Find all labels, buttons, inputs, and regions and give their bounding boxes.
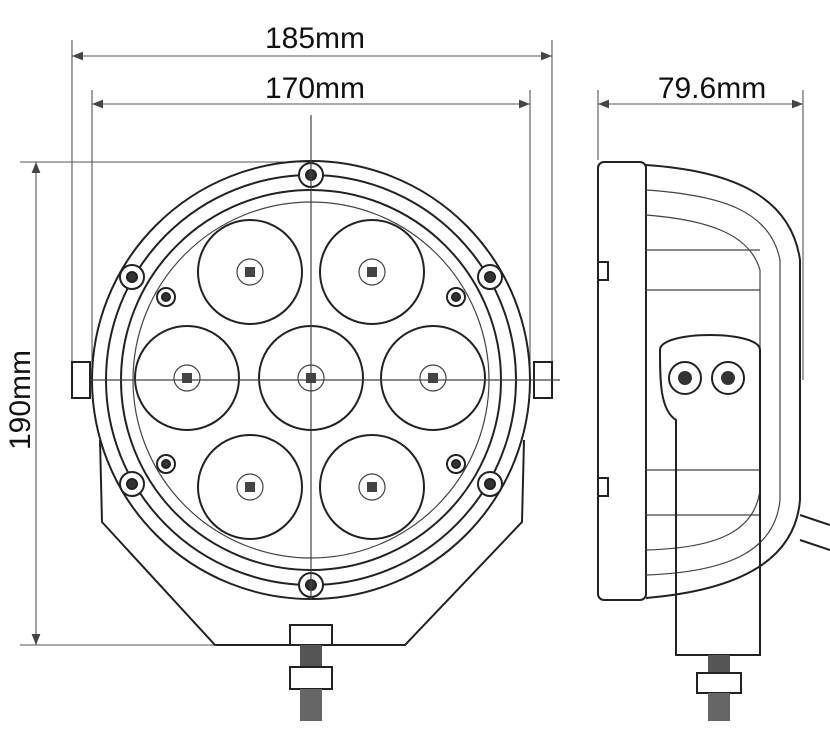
power-cable — [799, 514, 830, 526]
dimension-190mm: 190mm — [4, 161, 311, 646]
dimension-185mm: 185mm — [71, 22, 553, 370]
side-clip-bottom — [597, 477, 609, 497]
side-mounting-bracket — [658, 334, 761, 656]
side-clip-top — [597, 261, 609, 281]
dimension-label-170: 170mm — [265, 72, 365, 105]
led-left — [134, 325, 240, 431]
adjustment-knobs — [668, 361, 745, 395]
dimension-label-190: 190mm — [4, 350, 37, 450]
side-housing — [645, 164, 801, 599]
led-bottom-right — [319, 434, 425, 540]
dimension-label-79-6: 79.6mm — [658, 72, 766, 105]
bezel-screws — [119, 162, 503, 598]
led-right — [380, 325, 486, 431]
side-view — [597, 161, 830, 721]
dimension-label-185: 185mm — [265, 22, 365, 55]
side-bolt-left — [71, 361, 91, 399]
dimension-79-6mm: 79.6mm — [597, 72, 804, 380]
led-bottom-left — [197, 434, 303, 540]
led-top-right — [319, 219, 425, 325]
side-bottom-bolt — [696, 655, 742, 721]
led-top-left — [197, 219, 303, 325]
dimension-170mm: 170mm — [91, 72, 531, 380]
bottom-mount-bolt — [289, 624, 333, 721]
front-view — [71, 115, 560, 721]
side-bezel — [597, 161, 647, 601]
